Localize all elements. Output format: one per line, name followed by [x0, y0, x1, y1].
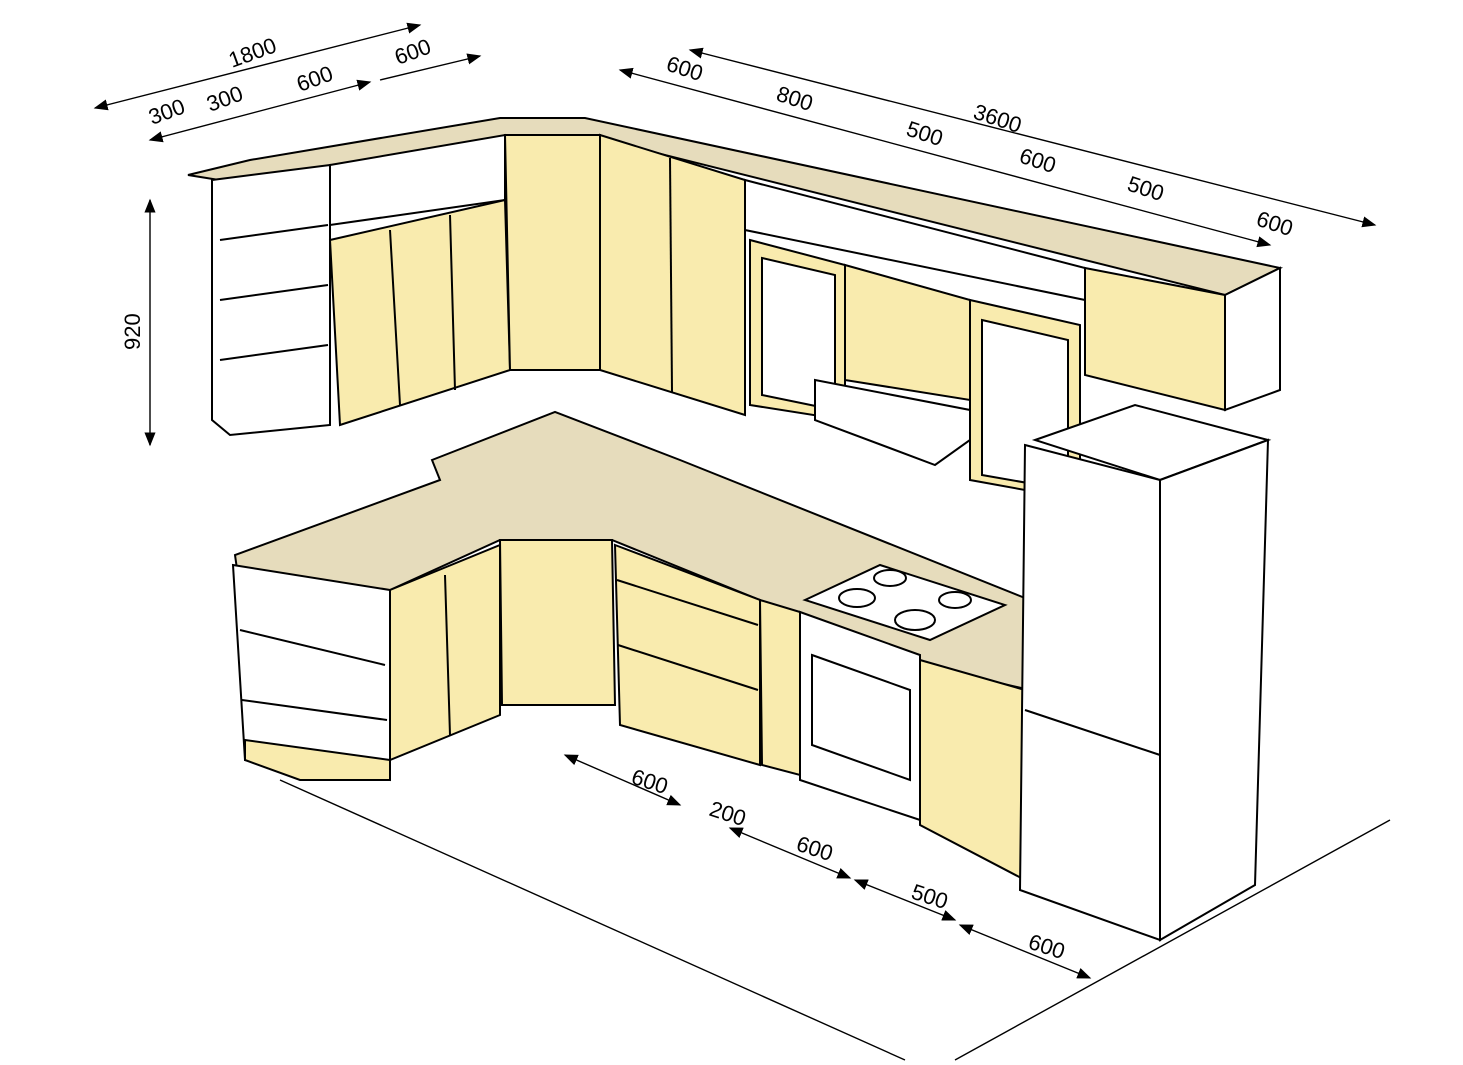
dim-lower-seg5: 600 [1025, 929, 1068, 964]
dim-lower-seg3: 600 [793, 831, 836, 866]
shelf-lines [219, 224, 329, 361]
dim-upper-left-seg2: 300 [203, 81, 246, 117]
cooktop [802, 563, 1008, 642]
dim-lower-seg1: 600 [628, 764, 671, 799]
drawer-unit [613, 543, 761, 767]
upper-hood-cabinet [844, 263, 971, 402]
dim-height: 920 [120, 313, 145, 350]
dim-upper-right-seg6: 600 [1253, 206, 1296, 241]
burner-icons [838, 569, 972, 631]
upper-doors-left [328, 198, 512, 427]
upper-corner-cabinet [503, 134, 601, 371]
lower-left-doors [389, 543, 501, 762]
dim-upper-left-seg4: 600 [391, 34, 434, 70]
lower-corner-cabinet [498, 539, 617, 706]
dimension-lines [93, 22, 1391, 1061]
lower-right-door [919, 658, 1026, 882]
dim-upper-right-seg1: 600 [663, 51, 706, 86]
range-hood [814, 378, 971, 467]
dim-upper-right-seg4: 600 [1016, 143, 1059, 178]
lower-cabinets [231, 410, 1031, 882]
dim-lower-seg4: 500 [908, 879, 951, 914]
dim-upper-right-seg2: 800 [773, 81, 816, 116]
dim-lower-seg2: 200 [706, 796, 749, 831]
dim-upper-right-seg3: 500 [903, 116, 946, 151]
dim-upper-left-seg3: 600 [293, 61, 336, 97]
upper-corner-shelf [211, 163, 331, 437]
dim-upper-left-total: 1800 [225, 32, 280, 72]
dim-upper-right-total: 3600 [970, 99, 1024, 138]
dim-upper-right-seg5: 500 [1124, 171, 1167, 206]
fridge [1018, 403, 1272, 942]
dim-upper-left-seg1: 300 [145, 94, 188, 130]
